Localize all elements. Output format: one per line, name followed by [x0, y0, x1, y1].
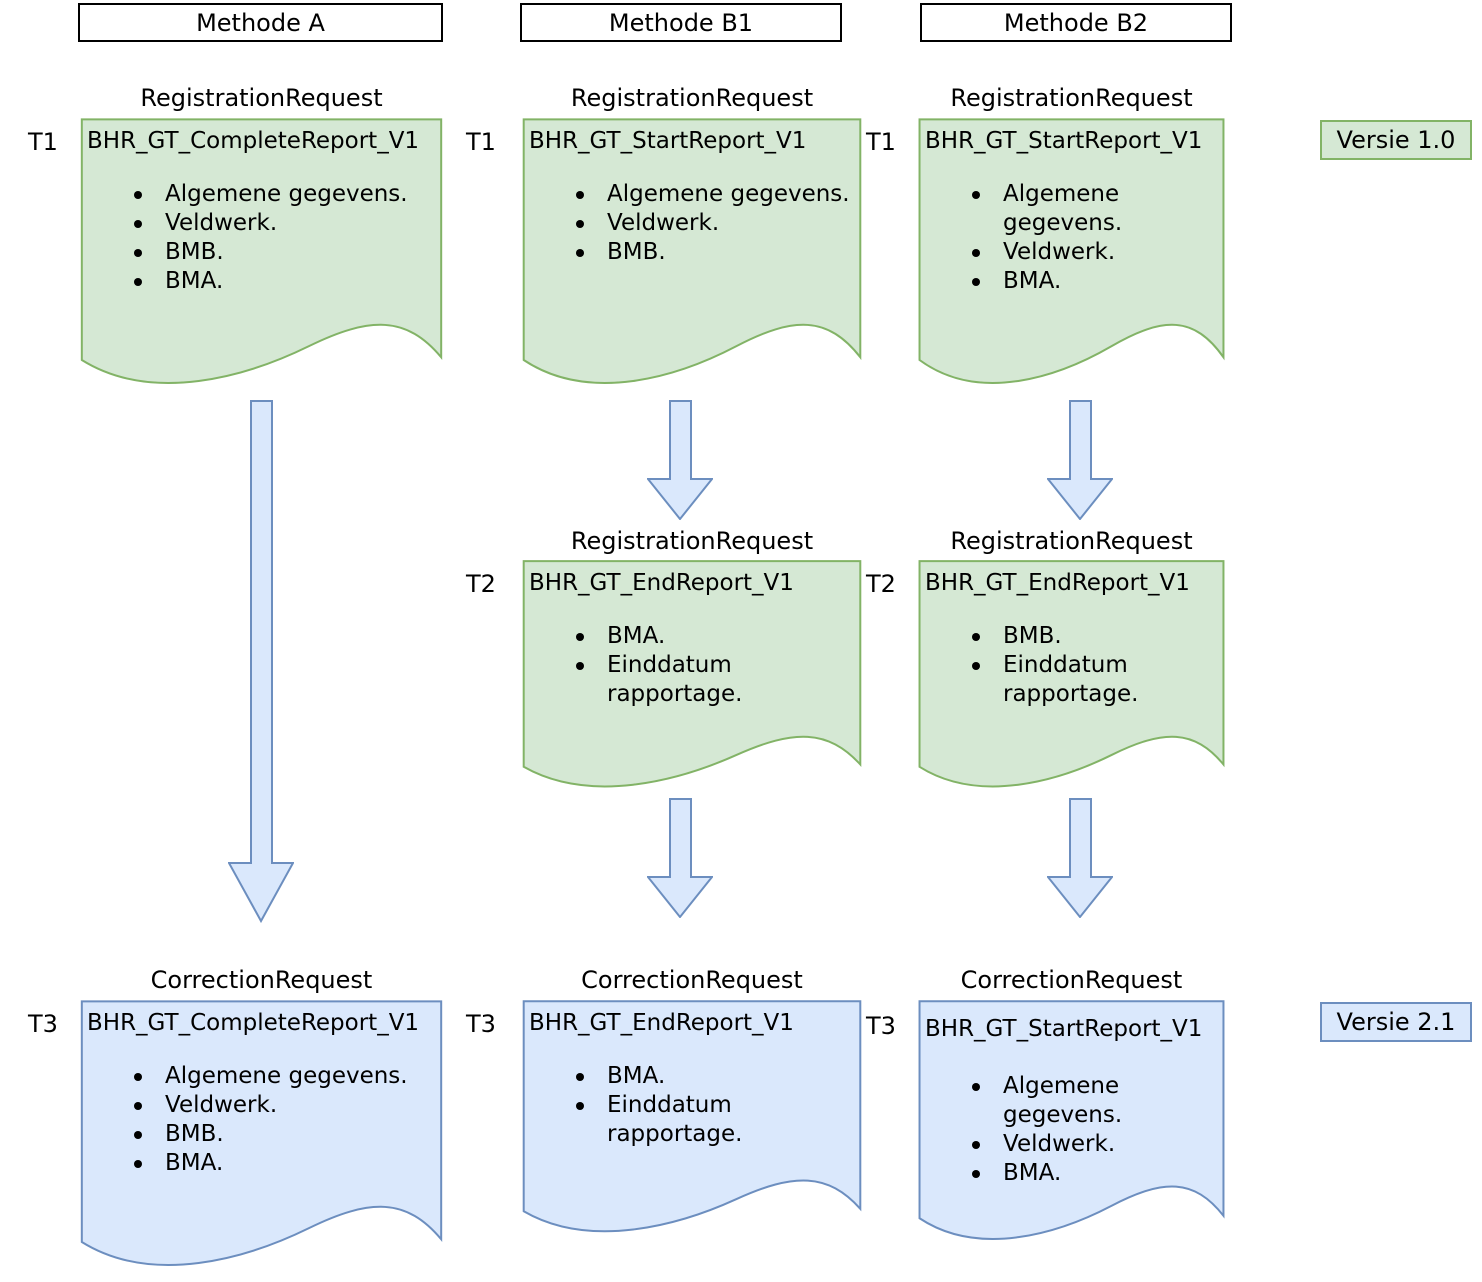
method-header-b1: Methode B1: [520, 3, 842, 42]
time-label: T3: [466, 1010, 496, 1038]
method-header-label: Methode B1: [608, 8, 754, 37]
request-type-label: RegistrationRequest: [140, 84, 383, 112]
time-label: T1: [866, 128, 896, 156]
request-type-label: RegistrationRequest: [570, 84, 814, 112]
bullet-list: BMA.Einddatum rapportage.: [522, 622, 785, 709]
bullet-item: BMA.: [134, 267, 408, 296]
version-badge: Versie 1.0: [1320, 120, 1472, 160]
bullet-item: Veldwerk.: [134, 209, 408, 238]
bullet-item: BMA.: [972, 267, 1219, 296]
document-title: BHR_GT_EndReport_V1: [529, 1010, 794, 1036]
document-title: BHR_GT_CompleteReport_V1: [87, 128, 420, 154]
document-shape: [80, 118, 443, 393]
time-label: T1: [466, 128, 496, 156]
bullet-item: BMB.: [134, 1120, 408, 1149]
flow-arrow-a-long: [228, 400, 294, 924]
bullet-item: Algemene gegevens.: [134, 1063, 408, 1089]
document-registration-b2: BHR_GT_StartReport_V1 Algemene gegevens.…: [918, 118, 1225, 393]
flow-arrow-b2-top: [1047, 400, 1113, 520]
request-type-label: CorrectionRequest: [960, 966, 1183, 994]
document-title: BHR_GT_StartReport_V1: [529, 128, 807, 154]
document-title: BHR_GT_CompleteReport_V1: [87, 1010, 420, 1036]
bullet-list: BMA.Einddatum rapportage.: [522, 1062, 785, 1149]
method-header-label: Methode A: [196, 8, 325, 37]
request-type-label: RegistrationRequest: [950, 527, 1193, 555]
bullet-item: Algemene gegevens.: [972, 1072, 1219, 1130]
request-type-label: CorrectionRequest: [150, 966, 373, 994]
document-shape: [918, 118, 1225, 393]
document-registration-b1-end: BHR_GT_EndReport_V1 BMA.Einddatum rappor…: [522, 560, 862, 795]
document-registration-b2-end: BHR_GT_EndReport_V1 BMB.Einddatum rappor…: [918, 560, 1225, 795]
flow-arrow-b2-bottom: [1047, 798, 1113, 918]
document-correction-b1: BHR_GT_EndReport_V1 BMA.Einddatum rappor…: [522, 1000, 862, 1240]
document-title: BHR_GT_EndReport_V1: [925, 570, 1190, 596]
bullet-item: Einddatum rapportage.: [576, 651, 779, 709]
time-label: T2: [466, 570, 496, 598]
document-shape: [918, 1000, 1225, 1248]
document-title: BHR_GT_EndReport_V1: [529, 570, 794, 596]
version-badge-label: Versie 2.1: [1336, 1008, 1456, 1036]
bullet-item: Veldwerk.: [576, 209, 850, 238]
bullet-item: BMB.: [972, 622, 1175, 651]
document-correction-b2: BHR_GT_StartReport_V1 Algemene gegevens.…: [918, 1000, 1225, 1248]
method-header-a: Methode A: [78, 3, 443, 42]
document-title: BHR_GT_StartReport_V1: [925, 1016, 1203, 1042]
bullet-item: BMA.: [576, 622, 779, 651]
flow-arrow-b1-bottom: [647, 798, 713, 918]
request-type-label: CorrectionRequest: [581, 966, 803, 994]
time-label: T3: [866, 1012, 896, 1040]
bullet-list: Algemene gegevens.Veldwerk.BMB.: [522, 180, 856, 267]
request-type-label: RegistrationRequest: [950, 84, 1193, 112]
bullet-item: Einddatum rapportage.: [576, 1091, 779, 1149]
document-shape: [522, 118, 862, 393]
request-type-label: RegistrationRequest: [570, 527, 814, 555]
document-shape: [918, 560, 1225, 795]
bullet-item: BMB.: [576, 238, 850, 267]
bullet-item: BMA.: [576, 1062, 779, 1091]
document-registration-b1: BHR_GT_StartReport_V1 Algemene gegevens.…: [522, 118, 862, 393]
version-badge: Versie 2.1: [1320, 1002, 1472, 1042]
method-header-label: Methode B2: [1003, 8, 1149, 37]
bullet-list: Algemene gegevens.Veldwerk.BMA.: [918, 1072, 1225, 1188]
bullet-item: Veldwerk.: [134, 1091, 408, 1120]
bullet-item: Veldwerk.: [972, 238, 1219, 267]
bullet-item: BMB.: [134, 238, 408, 267]
method-header-b2: Methode B2: [920, 3, 1232, 42]
bullet-item: Algemene gegevens.: [134, 181, 408, 207]
document-shape: [522, 1000, 862, 1240]
bullet-list: Algemene gegevens.Veldwerk.BMA.: [918, 180, 1225, 296]
bullet-item: Algemene gegevens.: [576, 181, 850, 207]
bullet-item: Algemene gegevens.: [972, 180, 1219, 238]
document-shape: [522, 560, 862, 795]
time-label: T1: [28, 128, 58, 156]
flow-arrow-b1-top: [647, 400, 713, 520]
document-shape: [80, 1000, 443, 1275]
version-badge-label: Versie 1.0: [1336, 126, 1456, 154]
document-registration-a: BHR_GT_CompleteReport_V1 Algemene gegeve…: [80, 118, 443, 393]
bullet-list: Algemene gegevens.Veldwerk.BMB.BMA.: [80, 180, 414, 296]
time-label: T2: [866, 570, 896, 598]
bullet-item: Veldwerk.: [972, 1130, 1219, 1159]
document-correction-a: BHR_GT_CompleteReport_V1 Algemene gegeve…: [80, 1000, 443, 1275]
document-title: BHR_GT_StartReport_V1: [925, 128, 1203, 154]
bullet-list: Algemene gegevens.Veldwerk.BMB.BMA.: [80, 1062, 414, 1178]
bullet-item: BMA.: [972, 1159, 1219, 1188]
bullet-list: BMB.Einddatum rapportage.: [918, 622, 1181, 709]
bullet-item: Einddatum rapportage.: [972, 651, 1175, 709]
bullet-item: BMA.: [134, 1149, 408, 1178]
time-label: T3: [28, 1010, 58, 1038]
